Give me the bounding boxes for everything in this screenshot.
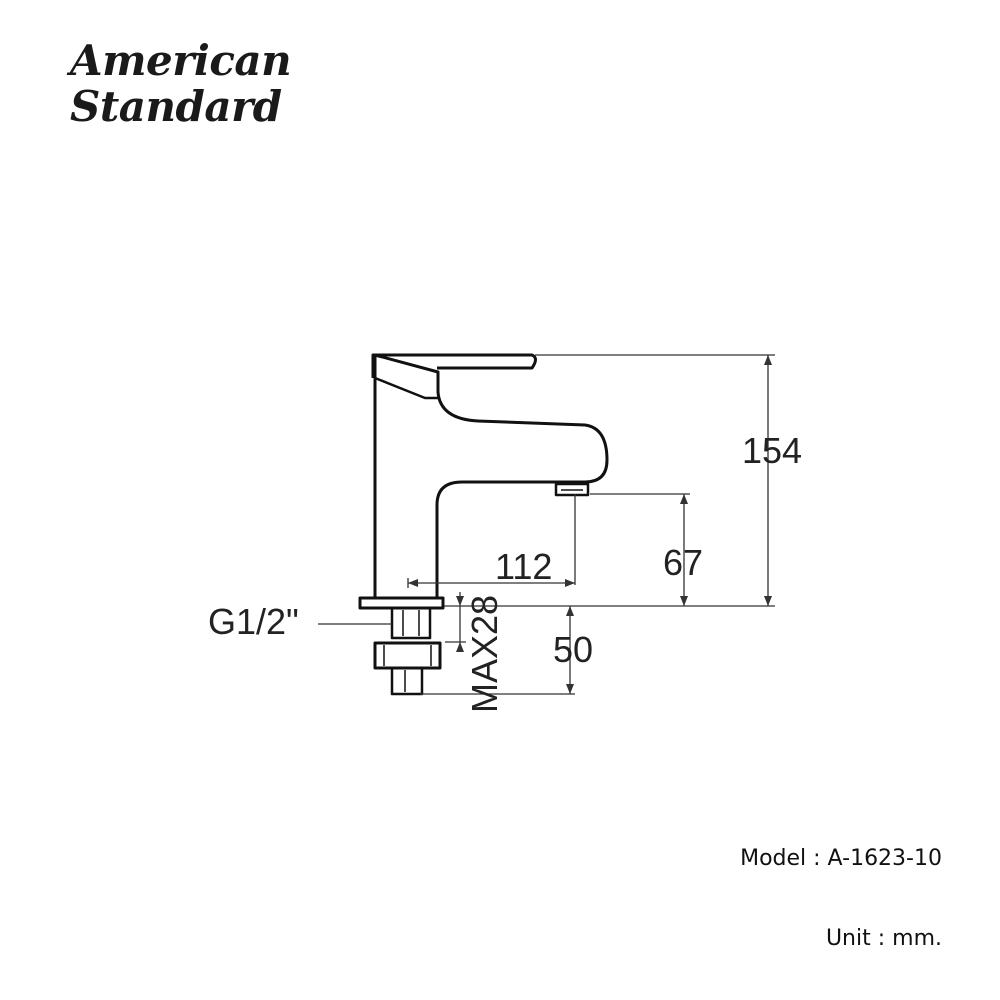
brand-logo: American Standard [70,36,292,131]
shank [390,606,432,640]
base-plate [358,596,445,610]
lower-shank [390,666,424,696]
nut [373,641,442,670]
dim-label-max28: MAX28 [464,595,505,713]
brand-logo-line1: American [70,36,292,85]
aerator [554,482,590,497]
dim-label-67: 67 [663,542,703,583]
dim-label-112: 112 [495,546,552,587]
faucet-body [373,353,609,600]
faucet-handle [371,353,537,378]
handle-joint [374,376,438,400]
dim-label-154: 154 [742,430,802,471]
dim-label-50: 50 [553,629,593,670]
model-label: Model : A-1623-10 [740,846,942,871]
unit-label: Unit : mm. [825,926,942,951]
brand-logo-line2: Standard [70,82,282,131]
dim-label-g12: G1/2" [208,601,299,642]
